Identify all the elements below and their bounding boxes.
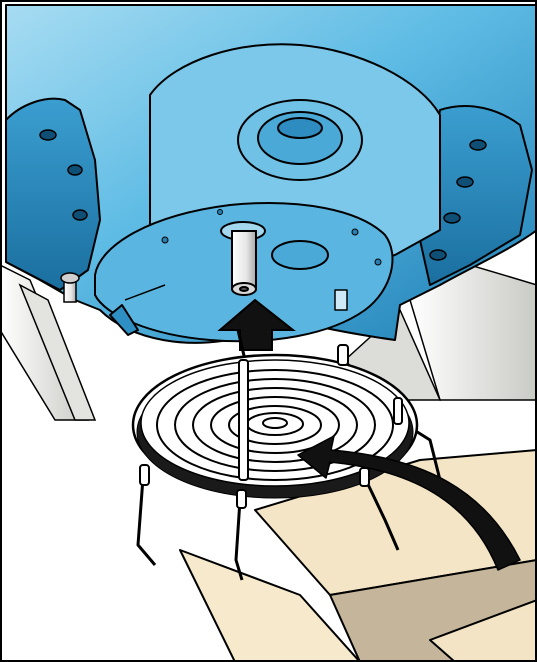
left-knob — [61, 273, 79, 302]
disc-screw-4 — [218, 210, 223, 215]
right-wing-hole-1 — [470, 140, 486, 150]
disc-screw-2 — [352, 229, 358, 235]
top-boss-hole — [278, 118, 322, 138]
disc-hole-large — [272, 241, 328, 269]
disc-screw-3 — [375, 259, 381, 265]
right-wing-hole-2 — [457, 177, 473, 187]
housing-right-clip — [335, 290, 347, 310]
left-wing-hole-1 — [40, 130, 56, 140]
left-wing-hole-2 — [68, 165, 82, 175]
housing-left-wing — [6, 99, 100, 290]
disc-screw-1 — [162, 237, 168, 243]
right-wing-hole-3 — [444, 213, 460, 223]
left-wing-hole-3 — [73, 210, 87, 220]
right-wing-hole-4 — [430, 250, 446, 260]
